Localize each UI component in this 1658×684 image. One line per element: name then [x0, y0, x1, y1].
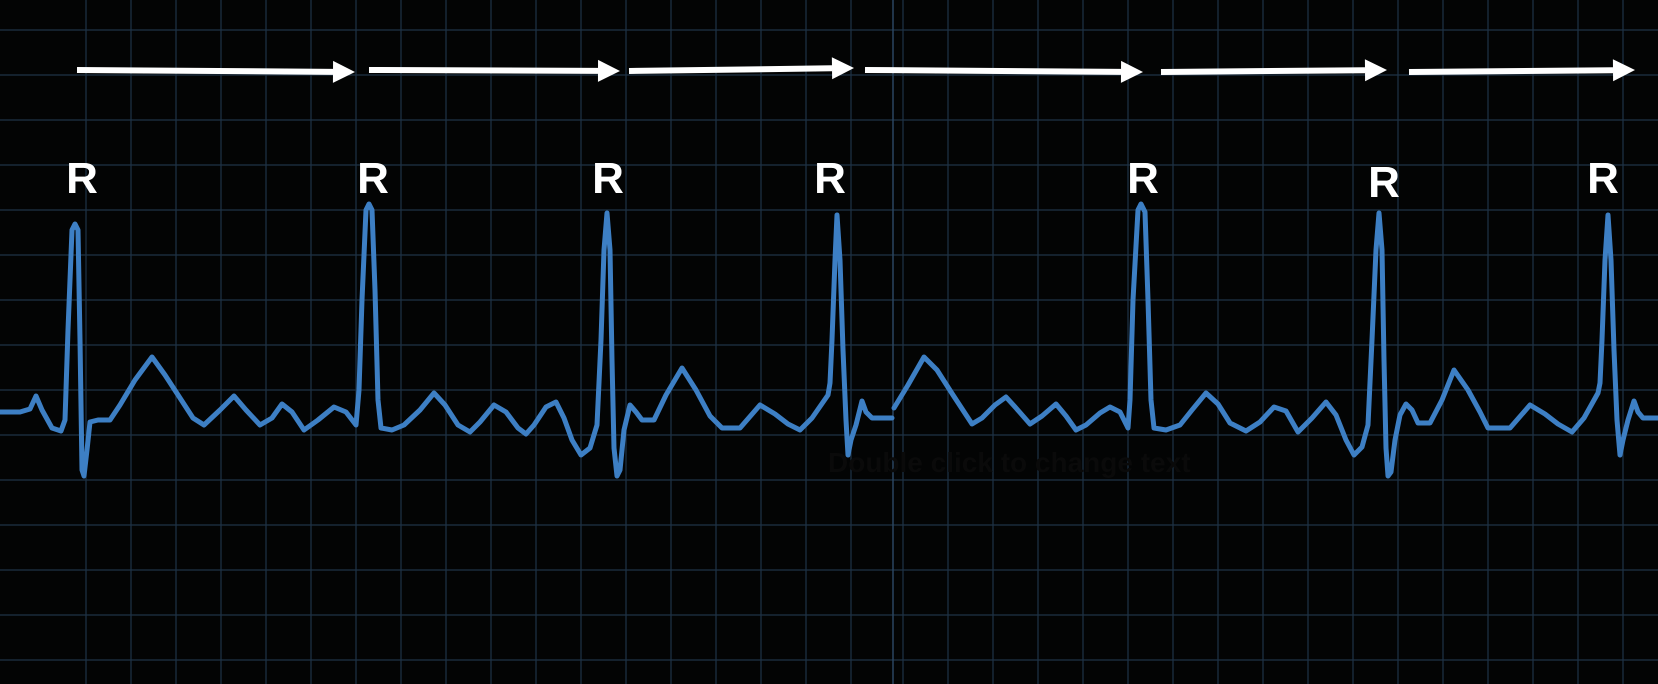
- rr-interval-arrows: [76, 57, 1635, 83]
- arrow-shaft: [1160, 67, 1366, 75]
- placeholder-text[interactable]: Double click to change text: [828, 447, 1191, 478]
- arrow-head: [831, 57, 854, 80]
- rr-interval-arrow: [368, 59, 620, 82]
- arrow-head: [1364, 59, 1387, 82]
- rr-interval-arrow: [76, 60, 355, 83]
- r-peak-label: R: [1368, 158, 1400, 207]
- arrow-head: [332, 60, 355, 83]
- arrow-head: [1612, 59, 1635, 82]
- r-peak-label: R: [66, 154, 98, 203]
- ecg-trace: [0, 201, 895, 479]
- rr-interval-arrow: [1160, 59, 1387, 82]
- arrow-shaft: [76, 67, 334, 75]
- arrow-head: [1120, 60, 1143, 83]
- r-peak-label: R: [1127, 154, 1159, 203]
- ecg-trace: [891, 201, 1658, 479]
- arrow-shaft: [1408, 67, 1614, 75]
- arrow-shaft: [368, 67, 599, 74]
- arrow-head: [597, 59, 620, 82]
- rr-interval-arrow: [864, 60, 1143, 83]
- rr-interval-arrow: [628, 57, 854, 80]
- r-peak-label: R: [814, 154, 846, 203]
- arrow-shaft: [628, 65, 833, 74]
- r-peak-label: R: [592, 154, 624, 203]
- r-peak-label: R: [1587, 154, 1619, 203]
- ecg-traces: [0, 201, 1658, 479]
- r-peak-label: R: [357, 154, 389, 203]
- rr-interval-arrow: [1408, 59, 1635, 82]
- arrow-shaft: [864, 67, 1122, 75]
